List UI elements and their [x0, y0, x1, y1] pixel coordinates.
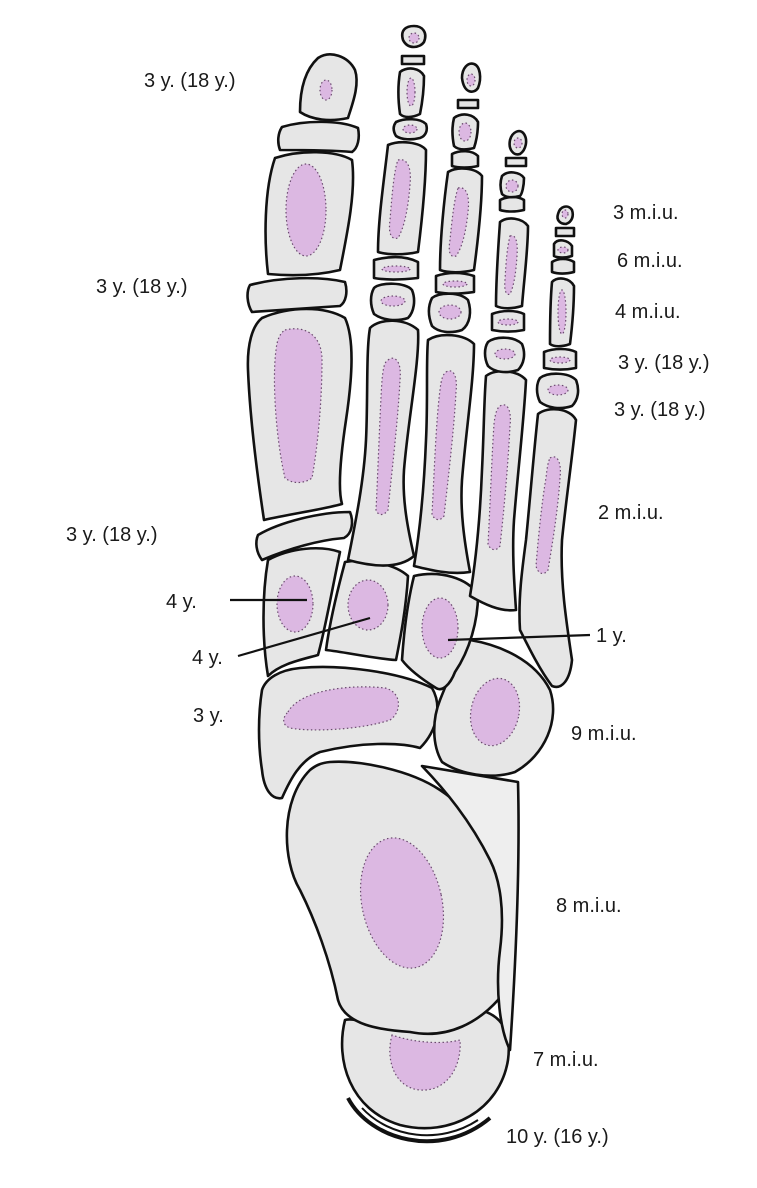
fifth-middle-phalanx-epiphysis	[550, 257, 576, 275]
fifth-proximal-phalanx-ossification-center	[557, 289, 567, 335]
hallux-proximal-phalanx-epiphysis	[246, 276, 348, 314]
label-cuboid: 9 m.i.u.	[571, 723, 637, 745]
fourth-distal-phalanx-epiphysis	[504, 156, 528, 168]
navicular-ossification-center	[283, 686, 399, 731]
second-metatarsal-head-ossification-center	[380, 295, 406, 307]
label-talus: 8 m.i.u.	[556, 895, 622, 917]
third-middle-phalanx-epiphysis	[450, 149, 480, 169]
fourth-distal-phalanx-ossification-center	[513, 137, 523, 149]
fifth-proximal-phalanx-epiphysis-center	[549, 356, 571, 364]
talus-right-strip	[420, 764, 520, 1052]
fourth-metatarsal-ossification-center	[487, 404, 511, 551]
third-middle-phalanx-ossification-center	[458, 122, 472, 142]
fourth-middle-phalanx-epiphysis	[498, 195, 526, 213]
second-distal-phalanx-ossification-center	[408, 32, 420, 44]
calcaneal-apophysis-inner	[361, 1107, 479, 1137]
hallux-distal-phalanx-epiphysis	[276, 120, 361, 154]
talus-ossification-center	[359, 837, 445, 969]
intermediate-cuneiform-ossification-center	[347, 579, 389, 631]
hallux-distal-phalanx-ossification-center	[319, 79, 333, 101]
label-metatarsal-shafts: 2 m.i.u.	[598, 502, 664, 524]
label-lateral-cuneiform: 1 y.	[596, 625, 627, 647]
label-lesser-metatarsal-epiphyses: 3 y. (18 y.)	[614, 399, 706, 421]
cuboid-ossification-center	[469, 677, 521, 747]
label-calcaneus: 7 m.i.u.	[533, 1049, 599, 1071]
third-metatarsal-head-ossification-center	[438, 304, 462, 320]
second-proximal-phalanx-ossification-center	[388, 159, 411, 240]
medial-cuneiform-ossification-center	[276, 575, 314, 633]
lateral-cuneiform-ossification-center	[421, 597, 459, 659]
fifth-metatarsal-ossification-center	[535, 456, 561, 575]
label-lesser-phalanx-epiphyses: 3 y. (18 y.)	[618, 352, 710, 374]
label-lesser-middle-phalanges: 6 m.i.u.	[617, 250, 683, 272]
second-metatarsal-ossification-center	[375, 357, 401, 516]
calcaneus-ossification-center	[389, 1034, 461, 1091]
third-distal-phalanx-epiphysis	[456, 98, 480, 110]
fifth-middle-phalanx-ossification-center	[557, 246, 569, 254]
second-middle-phalanx-epiphysis-center	[402, 124, 418, 134]
leader-lateral-cuneiform	[447, 633, 591, 642]
calcaneal-apophysis	[346, 1097, 492, 1144]
fifth-distal-phalanx-epiphysis	[554, 226, 576, 238]
third-proximal-phalanx-ossification-center	[448, 187, 470, 257]
fourth-proximal-phalanx-ossification-center	[504, 235, 518, 295]
hallux-proximal-phalanx-ossification-center	[285, 163, 327, 257]
third-distal-phalanx-ossification-center	[466, 73, 476, 87]
fourth-middle-phalanx-ossification-center	[505, 179, 519, 193]
second-distal-phalanx-epiphysis	[400, 54, 426, 66]
third-metatarsal-ossification-center	[431, 370, 457, 521]
label-lesser-proximal-phalanges: 4 m.i.u.	[615, 301, 681, 323]
third-proximal-phalanx-epiphysis-center	[442, 280, 468, 288]
fourth-proximal-phalanx-epiphysis-center	[497, 318, 519, 326]
label-lesser-distal-phalanges: 3 m.i.u.	[613, 202, 679, 224]
fourth-metatarsal-head-ossification-center	[494, 348, 516, 360]
label-first-metatarsal: 3 y. (18 y.)	[66, 524, 158, 546]
fifth-metatarsal-head-ossification-center	[547, 384, 569, 396]
label-intermediate-cuneiform: 4 y.	[192, 647, 223, 669]
first-metatarsal-ossification-center	[273, 328, 323, 484]
label-calcaneal-apophysis: 10 y. (16 y.)	[506, 1126, 609, 1148]
leader-intermediate-cuneiform	[237, 616, 371, 658]
second-proximal-phalanx-epiphysis-center	[381, 265, 411, 273]
first-metatarsal-base-epiphysis	[255, 510, 354, 562]
fifth-distal-phalanx-ossification-center	[561, 209, 569, 219]
second-middle-phalanx-ossification-center	[406, 77, 416, 107]
label-hallux-proximal: 3 y. (18 y.)	[96, 276, 188, 298]
label-navicular: 3 y.	[193, 705, 224, 727]
label-hallux-distal: 3 y. (18 y.)	[144, 70, 236, 92]
label-medial-cuneiform: 4 y.	[166, 591, 197, 613]
